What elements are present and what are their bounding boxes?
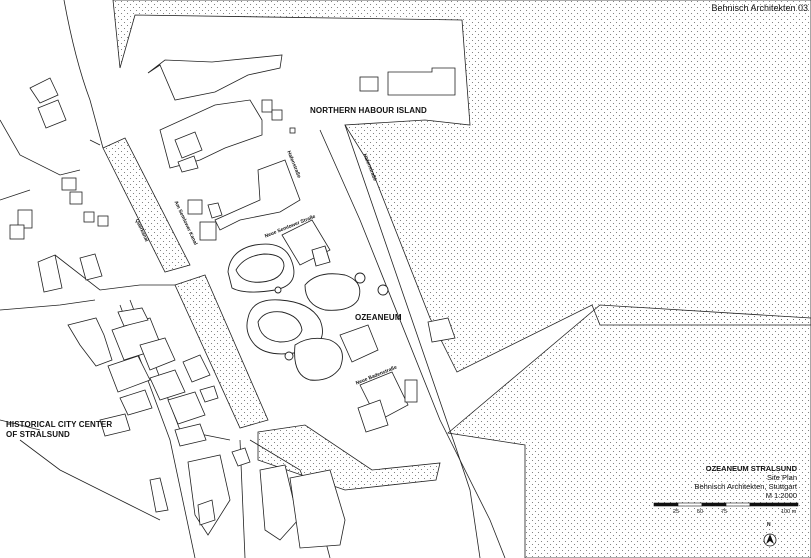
title-scale: M 1:2000 [765,491,797,500]
title-drawing: Site Plan [766,473,797,482]
water-canal [102,137,191,273]
scale-tick-25: 25 [673,509,680,515]
north-label: N [767,522,771,528]
scale-tick-75: 75 [721,509,728,515]
scale-tick-50: 50 [697,509,704,515]
water-area-east [447,304,811,558]
water-areas [102,0,811,558]
corner-title: Behnisch Architekten 03 [711,3,808,13]
ozeaneum-building [227,243,389,381]
water-harbour-basin [257,424,441,491]
buildings [9,67,456,549]
label-ozeaneum: OZEANEUM [355,313,402,322]
label-historical-line1: HISTORICAL CITY CENTER [6,420,113,429]
label-northern-habour-island: NORTHERN HABOUR ISLAND [310,106,427,115]
scale-bar [653,502,799,507]
water-canal-south [174,274,269,429]
label-historical-line2: OF STRALSUND [6,430,70,439]
title-office: Behnisch Architekten, Stuttgart [694,482,797,491]
scale-tick-100m: 100 m [781,509,797,515]
title-project: OZEANEUM STRALSUND [705,464,797,473]
north-arrow-icon [763,533,777,547]
road-lines [0,0,506,558]
title-block: OZEANEUM STRALSUND Site Plan Behnisch Ar… [694,464,797,500]
